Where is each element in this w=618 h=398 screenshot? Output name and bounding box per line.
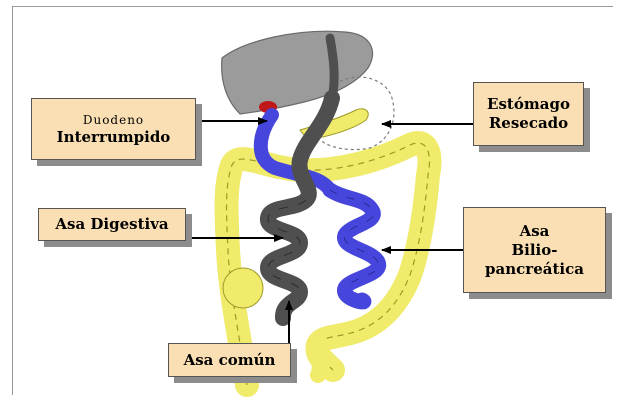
label-estomago-line1: Estómago (487, 95, 570, 114)
label-estomago-resecado: Estómago Resecado (473, 82, 584, 146)
label-asa-comun-text: Asa común (184, 351, 276, 370)
esophagus (330, 38, 334, 98)
label-asa-bilio-line2: Bilio- (511, 241, 557, 260)
label-asa-comun: Asa común (168, 343, 291, 377)
blue-coils (330, 190, 379, 302)
label-duodeno-line2: Interrumpido (57, 128, 171, 147)
gray-limb-path (268, 98, 332, 318)
label-asa-digestiva-text: Asa Digestiva (55, 215, 168, 234)
label-duodeno-interrumpido: Duodeno Interrumpido (31, 98, 196, 160)
label-asa-biliopancreatica: Asa Bilio- pancreática (463, 207, 606, 293)
liver (222, 31, 373, 114)
cecum (223, 268, 263, 308)
label-asa-digestiva: Asa Digestiva (38, 208, 186, 241)
label-asa-bilio-line1: Asa (520, 222, 550, 241)
rectum (318, 340, 320, 375)
label-asa-bilio-line3: pancreática (485, 260, 584, 279)
label-estomago-line2: Resecado (489, 114, 568, 133)
label-duodeno-line1: Duodeno (83, 112, 144, 128)
